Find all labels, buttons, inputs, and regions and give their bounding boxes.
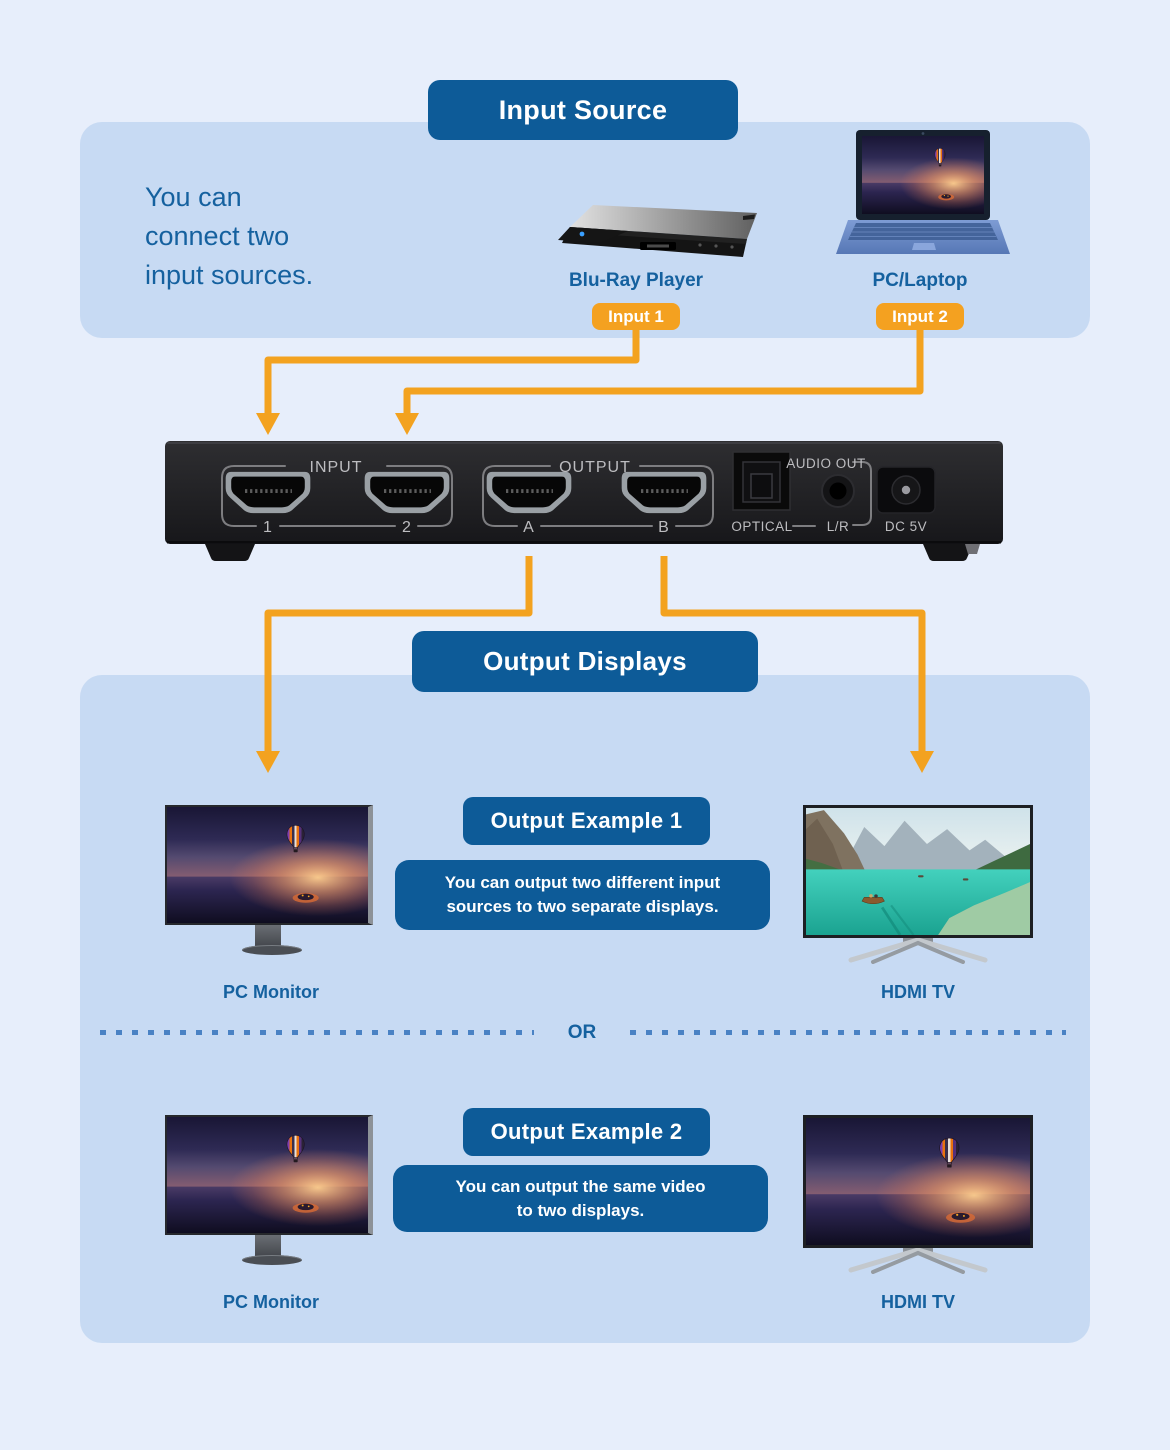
or-label: OR: [567, 1022, 597, 1043]
device-port-1-label: 1: [263, 519, 273, 536]
intro-line-1: You can: [145, 182, 242, 212]
device-port-a-label: A: [523, 519, 535, 536]
device-lr-label: L/R: [827, 519, 850, 534]
or-separator-right: [630, 1030, 1066, 1035]
device-audio-out-label: AUDIO OUT: [786, 456, 866, 471]
hdmi-tv-2-label: HDMI TV: [881, 1292, 955, 1312]
desc1-line-1: You can output two different input: [444, 873, 721, 892]
or-separator-left: [100, 1030, 534, 1035]
lr-audio-jack: [821, 474, 855, 508]
hdmi-tv-1-stand: [848, 938, 988, 964]
pc-monitor-image-1: [165, 805, 373, 925]
pc-laptop-label: PC/Laptop: [872, 270, 968, 291]
arrow-input1-head: [256, 413, 280, 435]
desc2-line-2: to two displays.: [516, 1200, 645, 1220]
hdmi-tv-image-1: [803, 805, 1033, 938]
intro-line-3: input sources.: [145, 260, 314, 290]
output-example-1-description: You can output two different input sourc…: [395, 860, 770, 930]
dc-power-jack: [876, 466, 936, 514]
blu-ray-player-label: Blu-Ray Player: [568, 270, 704, 291]
device-output-group-label: OUTPUT: [559, 459, 631, 476]
device-input-group-label: INPUT: [310, 459, 363, 476]
intro-line-2: connect two: [145, 221, 290, 251]
hdmi-switch-device: INPUT OUTPUT AUDIO OUT 1 2 A B OPTICAL L…: [165, 441, 1003, 561]
input-source-badge: Input Source: [428, 80, 738, 140]
pc-monitor-2-label: PC Monitor: [223, 1292, 319, 1312]
arrow-input2-head: [395, 413, 419, 435]
output-displays-badge: Output Displays: [412, 631, 758, 692]
hdmi-tv-2-stand: [848, 1248, 988, 1274]
pc-monitor-image-2: [165, 1115, 373, 1235]
hdmi-tv-image-2: [803, 1115, 1033, 1248]
blu-ray-player-image: [558, 205, 757, 257]
optical-port: [732, 451, 791, 511]
hdmi-tv-1-label: HDMI TV: [881, 982, 955, 1002]
device-port-b-label: B: [658, 519, 670, 536]
output-example-2-description: You can output the same video to two dis…: [393, 1165, 768, 1232]
device-optical-label: OPTICAL: [731, 519, 792, 534]
device-dc-label: DC 5V: [885, 519, 927, 534]
pc-monitor-1-label: PC Monitor: [223, 982, 319, 1002]
desc1-line-2: sources to two separate displays.: [446, 897, 719, 916]
intro-text: You can connect two input sources.: [145, 178, 313, 295]
arrow-input1-line: [264, 329, 640, 416]
pc-laptop-image: [836, 130, 1010, 254]
output-example-2-badge: Output Example 2: [463, 1108, 710, 1156]
output-example-1-badge: Output Example 1: [463, 797, 710, 845]
input-2-badge: Input 2: [876, 303, 964, 330]
desc2-line-1: You can output the same video: [455, 1176, 706, 1196]
pc-monitor-2-stand-base: [242, 1255, 302, 1265]
device-port-2-label: 2: [402, 519, 412, 536]
arrow-input2-line: [403, 329, 924, 416]
pc-monitor-1-stand-base: [242, 945, 302, 955]
input-1-badge: Input 1: [592, 303, 680, 330]
